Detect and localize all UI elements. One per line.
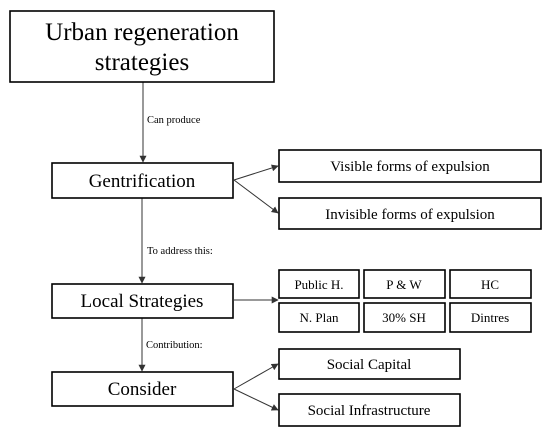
node-hc-label: HC	[481, 277, 499, 292]
node-visible-expulsion-label: Visible forms of expulsion	[330, 159, 490, 175]
arrow-gentrification-to-visible	[233, 164, 279, 181]
node-local-strategies: Local Strategies	[51, 283, 234, 319]
node-social-capital-label: Social Capital	[327, 357, 412, 373]
node-30-sh-label: 30% SH	[382, 310, 426, 325]
node-social-infrastructure: Social Infrastructure	[278, 393, 461, 427]
node-visible-expulsion: Visible forms of expulsion	[278, 149, 542, 183]
node-gentrification: Gentrification	[51, 162, 234, 199]
arrow-gentrification-to-invisible	[233, 179, 279, 214]
edge-label-to-address: To address this:	[147, 246, 213, 257]
node-dintres-label: Dintres	[471, 310, 509, 325]
node-urban-regeneration-line-1: Urban regeneration	[45, 19, 239, 46]
arrow-consider-to-social-capital	[233, 363, 279, 390]
node-urban-regeneration: Urban regeneration strategies	[9, 10, 275, 83]
node-urban-regeneration-line-2: strategies	[95, 49, 189, 76]
node-invisible-expulsion-label: Invisible forms of expulsion	[325, 207, 495, 223]
node-local-strategies-label: Local Strategies	[81, 291, 204, 312]
node-p-and-w: P & W	[363, 269, 446, 299]
node-n-plan: N. Plan	[278, 302, 360, 333]
node-public-h: Public H.	[278, 269, 360, 299]
node-invisible-expulsion: Invisible forms of expulsion	[278, 197, 542, 230]
edge-label-can-produce: Can produce	[147, 115, 201, 126]
node-gentrification-label: Gentrification	[89, 171, 196, 192]
node-dintres: Dintres	[449, 302, 532, 333]
node-consider-label: Consider	[108, 379, 177, 400]
node-p-and-w-label: P & W	[386, 277, 422, 292]
node-hc: HC	[449, 269, 532, 299]
edge-label-contribution: Contribution:	[146, 340, 203, 351]
node-30-sh: 30% SH	[363, 302, 446, 333]
node-n-plan-label: N. Plan	[300, 310, 340, 325]
node-public-h-label: Public H.	[294, 277, 343, 292]
node-social-capital: Social Capital	[278, 348, 461, 380]
node-social-infrastructure-label: Social Infrastructure	[308, 403, 431, 419]
node-consider: Consider	[51, 371, 234, 407]
arrow-consider-to-social-infrastructure	[233, 388, 279, 411]
